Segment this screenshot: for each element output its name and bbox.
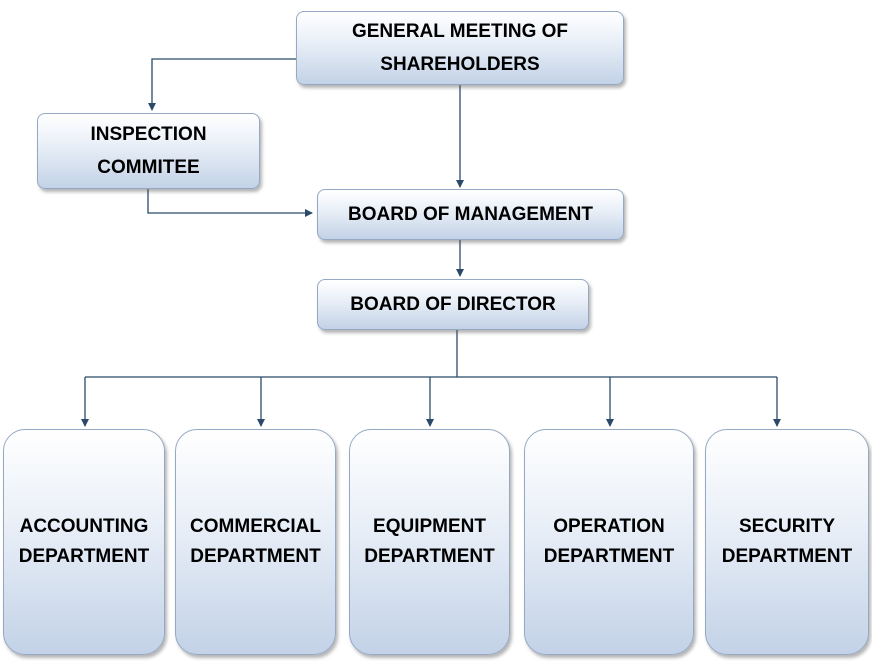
- commercial-department-label: COMMERCIAL DEPARTMENT: [190, 516, 321, 567]
- general-meeting-label: GENERAL MEETING OF SHAREHOLDERS: [351, 21, 569, 75]
- accounting-department-box: ACCOUNTING DEPARTMENT: [3, 429, 165, 655]
- equipment-department-label: EQUIPMENT DEPARTMENT: [364, 516, 495, 567]
- board-of-director-box: BOARD OF DIRECTOR: [317, 279, 589, 330]
- board-of-management-box: BOARD OF MANAGEMENT: [317, 189, 624, 240]
- equipment-department-box: EQUIPMENT DEPARTMENT: [349, 429, 510, 655]
- operation-department-label: OPERATION DEPARTMENT: [543, 516, 675, 567]
- commercial-department-box: COMMERCIAL DEPARTMENT: [175, 429, 336, 655]
- security-department-label: SECURITY DEPARTMENT: [721, 516, 853, 567]
- board-of-director-label: BOARD OF DIRECTOR: [350, 294, 556, 315]
- accounting-department-label: ACCOUNTING DEPARTMENT: [18, 516, 150, 567]
- connector-inspection-to-bom: [147, 189, 313, 217]
- inspection-committee-label: INSPECTION COMMITEE: [90, 124, 207, 178]
- board-of-management-label: BOARD OF MANAGEMENT: [348, 204, 593, 225]
- security-department-box: SECURITY DEPARTMENT: [705, 429, 869, 655]
- connector-gm-to-inspection: [148, 58, 296, 111]
- general-meeting-box: GENERAL MEETING OF SHAREHOLDERS: [296, 11, 624, 85]
- operation-department-box: OPERATION DEPARTMENT: [524, 429, 694, 655]
- inspection-committee-box: INSPECTION COMMITEE: [37, 113, 260, 189]
